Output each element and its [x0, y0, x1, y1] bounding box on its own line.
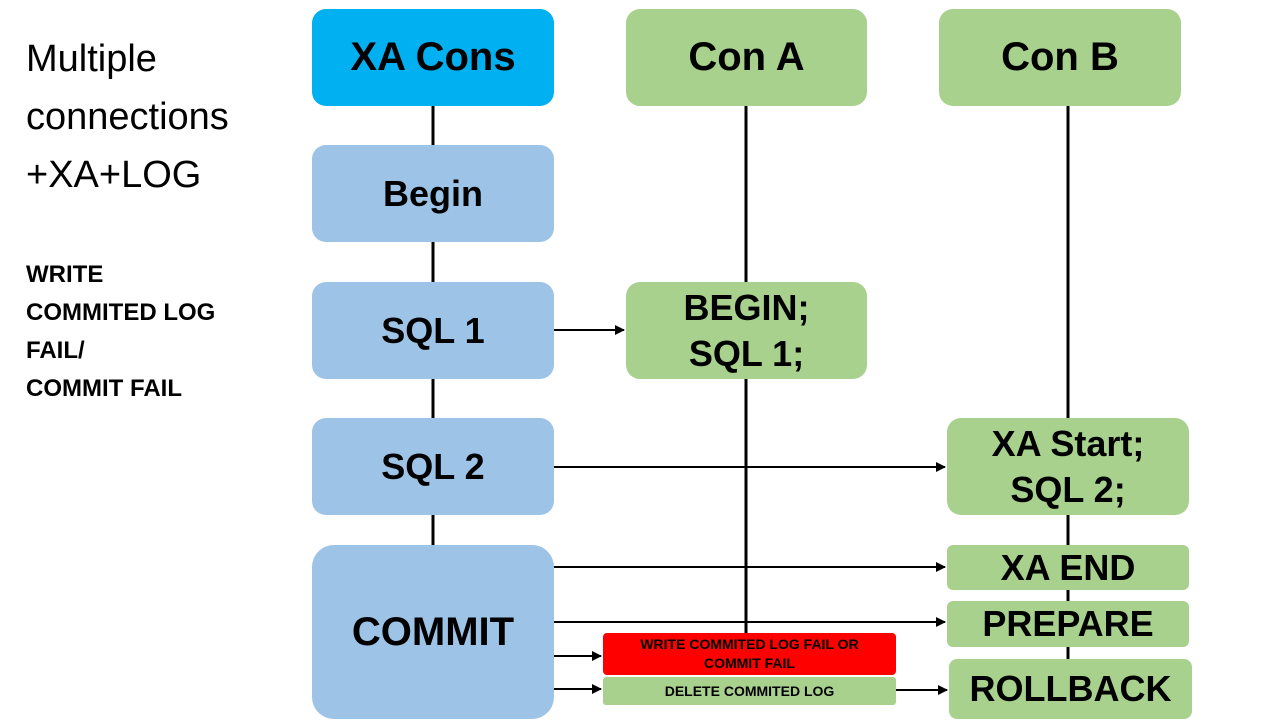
- prepare-step-label: PREPARE: [982, 603, 1154, 644]
- begin-step-label: Begin: [382, 172, 483, 214]
- rollback-step: ROLLBACK: [949, 659, 1192, 719]
- commit-step: COMMIT: [312, 545, 554, 719]
- rollback-step-label: ROLLBACK: [969, 668, 1172, 709]
- begin-step: Begin: [312, 145, 554, 242]
- delete-commited-log-label: DELETE COMMITED LOG: [664, 683, 835, 699]
- scenario-note: WRITE COMMITED LOG FAIL/ COMMIT FAIL: [26, 261, 216, 402]
- con-a-header-label: Con A: [688, 35, 805, 79]
- con-a-header: Con A: [626, 9, 867, 106]
- con-a-begin-sql1: BEGIN; SQL 1;: [626, 282, 867, 379]
- prepare-step: PREPARE: [947, 601, 1189, 647]
- xa-cons-header: XA Cons: [312, 9, 554, 106]
- xa-cons-header-label: XA Cons: [350, 35, 516, 79]
- commit-step-label: COMMIT: [351, 609, 515, 654]
- arrows: [553, 325, 948, 695]
- con-a-begin-sql1-label: BEGIN; SQL 1;: [683, 286, 810, 374]
- sql2-step: SQL 2: [312, 418, 554, 515]
- diagram-title: Multiple connections +XA+LOG: [26, 38, 229, 196]
- sql1-step: SQL 1: [312, 282, 554, 379]
- con-b-header-label: Con B: [1001, 35, 1119, 79]
- write-commited-log-fail-label: WRITE COMMITED LOG FAIL OR COMMIT FAIL: [640, 636, 859, 671]
- write-commited-log-fail: WRITE COMMITED LOG FAIL OR COMMIT FAIL: [603, 633, 896, 675]
- delete-commited-log: DELETE COMMITED LOG: [603, 677, 896, 705]
- con-b-xa-start-sql2-label: XA Start; SQL 2;: [991, 422, 1145, 510]
- xa-end-step-label: XA END: [1000, 546, 1136, 588]
- sql1-step-label: SQL 1: [381, 309, 485, 351]
- xa-end-step: XA END: [947, 545, 1189, 590]
- sql2-step-label: SQL 2: [381, 445, 485, 487]
- con-b-header: Con B: [939, 9, 1181, 106]
- con-b-xa-start-sql2: XA Start; SQL 2;: [947, 418, 1189, 515]
